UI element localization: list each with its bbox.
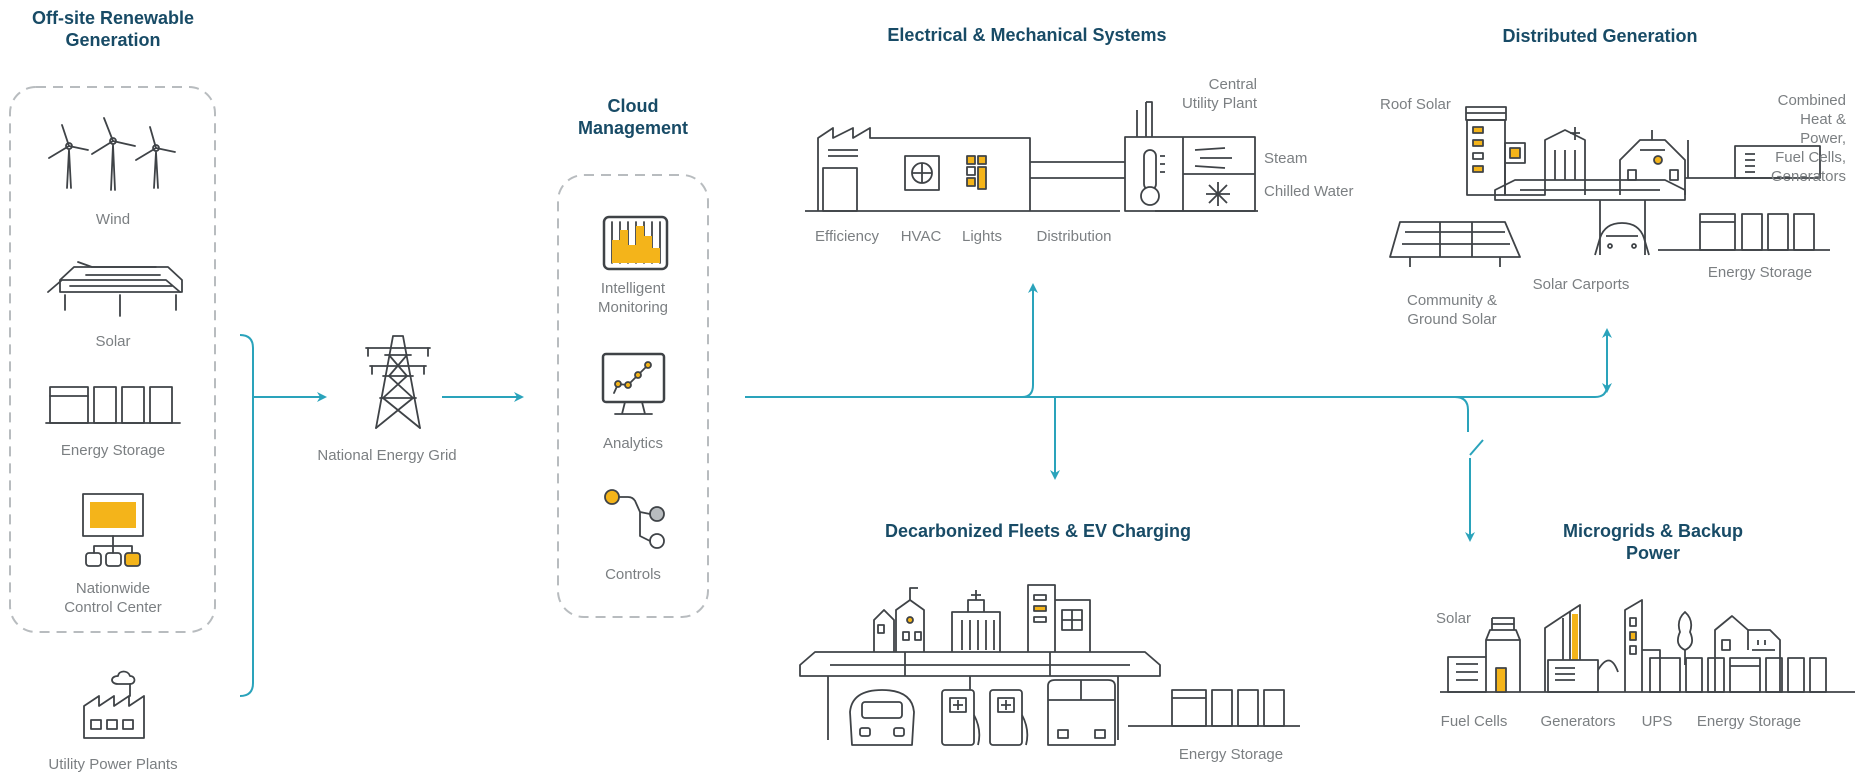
- ups-label: UPS: [1641, 713, 1673, 730]
- cloud-management-heading: Cloud Management: [577, 96, 689, 138]
- microgrid-solar-label: Solar: [1436, 610, 1472, 627]
- electrical-systems-heading: Electrical & Mechanical Systems: [887, 25, 1167, 45]
- analytics-icon: [601, 352, 666, 415]
- microgrid-switch: [1469, 439, 1484, 456]
- utility-plant-icon: [83, 670, 145, 739]
- offsite-generation-heading: Off-site Renewable Generation: [31, 8, 195, 50]
- solar-label: Solar: [95, 333, 131, 350]
- transmission-tower-icon: [365, 335, 431, 429]
- monitoring-icon: [602, 215, 669, 271]
- ev-charging-illustration: [799, 584, 1300, 746]
- generators-label: Generators: [1540, 713, 1616, 730]
- offsite-bracket-line: [239, 334, 254, 697]
- cloud-group-box: [557, 174, 709, 618]
- bus-to-microgrid-line: [1454, 396, 1469, 432]
- main-bus-line: [745, 330, 1608, 398]
- electrical-systems-illustration: [805, 101, 1258, 212]
- control-center-label: Nationwide Control Center: [64, 580, 162, 616]
- wind-turbines-icon: [48, 117, 176, 191]
- distribution-label: Distribution: [1036, 228, 1112, 245]
- roof-solar-label: Roof Solar: [1380, 96, 1451, 113]
- utility-plants-label: Utility Power Plants: [48, 756, 178, 773]
- fuel-cells-label: Fuel Cells: [1440, 713, 1508, 730]
- fleets-ev-heading: Decarbonized Fleets & EV Charging: [884, 521, 1192, 541]
- offsite-group-box: [9, 86, 216, 633]
- microgrids-heading: Microgrids & Backup Power: [1562, 521, 1744, 563]
- monitoring-label: Intelligent Monitoring: [597, 280, 669, 316]
- controls-label: Controls: [605, 566, 661, 583]
- wind-label: Wind: [95, 211, 131, 228]
- energy-storage-icon: [45, 386, 181, 424]
- distributed-energy-storage-label: Energy Storage: [1707, 264, 1813, 281]
- lights-label: Lights: [961, 228, 1003, 245]
- distributed-generation-heading: Distributed Generation: [1502, 26, 1698, 46]
- energy-storage-label: Energy Storage: [60, 442, 166, 459]
- chp-label: Combined Heat & Power, Fuel Cells, Gener…: [1770, 92, 1847, 185]
- efficiency-label: Efficiency: [815, 228, 879, 245]
- control-center-icon: [82, 493, 144, 567]
- microgrid-illustration: [1440, 599, 1855, 693]
- controls-icon: [604, 489, 665, 549]
- flow-lines: [239, 283, 1612, 697]
- steam-label: Steam: [1264, 150, 1308, 167]
- hvac-label: HVAC: [900, 228, 942, 245]
- microgrid-energy-storage-label: Energy Storage: [1696, 713, 1802, 730]
- solar-panels-icon: [47, 261, 183, 317]
- solar-carports-label: Solar Carports: [1532, 276, 1630, 293]
- community-solar-label: Community & Ground Solar: [1406, 292, 1498, 328]
- analytics-label: Analytics: [602, 435, 664, 452]
- fleets-energy-storage-label: Energy Storage: [1178, 746, 1284, 763]
- bus-to-electrical-arrow: [1021, 283, 1038, 398]
- chilled-water-label: Chilled Water: [1264, 183, 1354, 200]
- central-plant-label: Central Utility Plant: [1181, 76, 1257, 112]
- distributed-generation-illustration: [1389, 106, 1830, 267]
- national-grid-label: National Energy Grid: [317, 447, 457, 464]
